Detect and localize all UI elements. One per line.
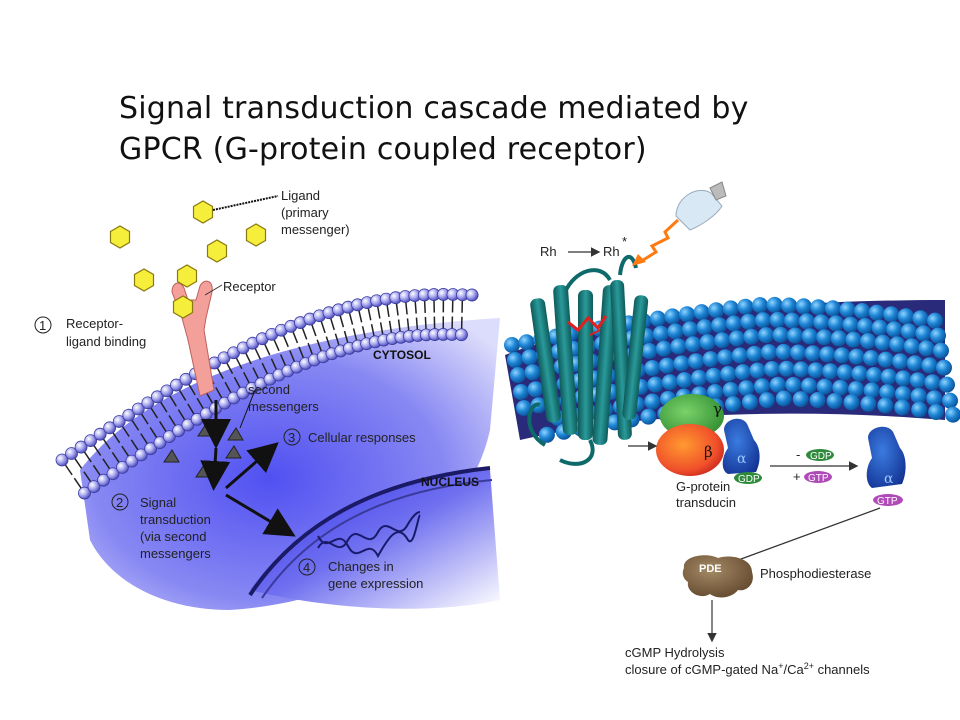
gdp-minus-sign: -: [796, 447, 800, 462]
alpha-subunit: [722, 418, 760, 474]
rh-star-superscript: *: [622, 234, 627, 249]
title-line-2: GPCR (G-protein coupled receptor): [119, 132, 647, 167]
gdp-badge-text: GDP: [738, 474, 760, 485]
light-lightning-icon: [639, 218, 680, 264]
step1-number: 1: [39, 318, 46, 333]
right-panel: Rh Rh * γ β α GDP G-protein transducin -…: [504, 181, 960, 677]
activated-gtp-text: GTP: [877, 496, 898, 507]
pde-label: PDE: [699, 563, 722, 575]
step2-line2: transduction: [140, 512, 211, 527]
ligand-pointer-line: [212, 195, 279, 211]
rhodopsin-protein: [527, 255, 649, 466]
pde-enzyme: [682, 555, 753, 598]
ligand-label-2: (primary: [281, 205, 329, 220]
gprotein-label-1: G-protein: [676, 479, 730, 494]
step1-line2: ligand binding: [66, 334, 146, 349]
cytosol-label: CYTOSOL: [373, 348, 431, 362]
beta-subunit: [656, 424, 724, 476]
rh-star-label: Rh: [603, 244, 620, 259]
gdp-released-text: GDP: [810, 451, 832, 462]
step2-line4: messengers: [140, 546, 211, 561]
alpha-symbol: α: [737, 451, 747, 467]
step2-circle: [111, 493, 129, 511]
second-messengers-line2: messengers: [248, 399, 319, 414]
lightning-arrowhead: [632, 254, 646, 266]
nuclear-envelope: [248, 466, 491, 597]
closure-label: closure of cGMP-gated Na+/Ca2+ channels: [625, 661, 870, 677]
ligand-label-1: Ligand: [281, 188, 320, 203]
step1-circle: [34, 316, 52, 334]
nuclear-envelope-inner: [261, 479, 493, 599]
step4-number: 4: [303, 560, 310, 575]
step1-line1: Receptor-: [66, 316, 123, 331]
step2-line3: (via second: [140, 529, 206, 544]
step4-line2: gene expression: [328, 576, 423, 591]
step3-number: 3: [288, 430, 295, 445]
g-protein-complex: γ β α GDP: [656, 394, 762, 485]
ligand-molecules: [109, 200, 267, 319]
receptor-label: Receptor: [223, 279, 276, 294]
signal-arrows: [200, 400, 296, 537]
gprotein-label-2: transducin: [676, 495, 736, 510]
activated-alpha-symbol: α: [884, 471, 894, 487]
phosphodiesterase-label: Phosphodiesterase: [760, 566, 871, 581]
step4-circle: [298, 558, 316, 576]
step3-line1: Cellular responses: [308, 430, 416, 445]
step4-line1: Changes in: [328, 559, 394, 574]
ligand-label-3: messenger): [281, 222, 350, 237]
gdp-released-badge: [806, 449, 834, 461]
light-bulb-icon: [675, 181, 727, 231]
nucleus-region: [250, 470, 500, 609]
second-messengers-line1: second: [248, 382, 290, 397]
hydrolysis-label: cGMP Hydrolysis: [625, 645, 725, 660]
gamma-symbol: γ: [713, 400, 722, 418]
rh-label: Rh: [540, 244, 557, 259]
left-panel: Ligand (primary messenger) Receptor 1 Re…: [34, 188, 500, 610]
beta-symbol: β: [704, 443, 713, 461]
step2-number: 2: [116, 495, 123, 510]
alpha-to-pde-arrow: [719, 507, 881, 569]
step2-line1: Signal: [140, 495, 176, 510]
slide-title: Signal transduction cascade mediated by …: [119, 88, 839, 170]
nucleus-label: NUCLEUS: [421, 475, 479, 489]
activated-alpha-subunit: [866, 426, 906, 488]
title-line-1: Signal transduction cascade mediated by: [119, 91, 749, 126]
activated-gtp-badge: [873, 494, 903, 506]
gdp-badge: [734, 472, 762, 484]
dna-helix: [317, 511, 421, 559]
gtp-added-text: GTP: [808, 473, 829, 484]
step3-circle: [283, 428, 301, 446]
gtp-plus-sign: +: [793, 469, 801, 484]
gtp-added-badge: [804, 471, 832, 483]
